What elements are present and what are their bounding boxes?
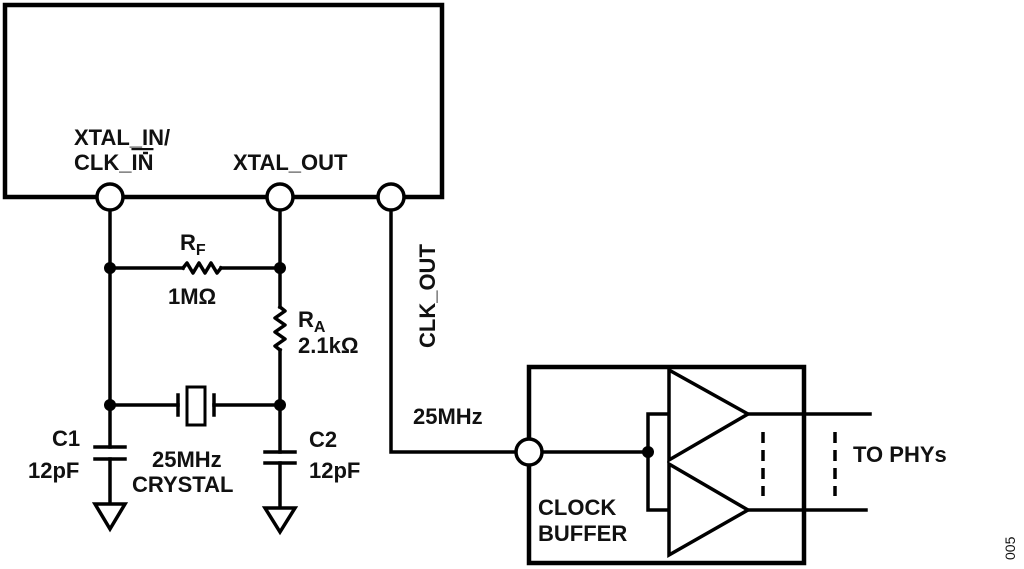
overbar-in: IN: [131, 150, 153, 175]
buffer-label-line2: BUFFER: [538, 521, 627, 546]
crystal-freq: 25MHz: [152, 447, 222, 472]
pin-xtal-in: [95, 182, 125, 212]
ra-value: 2.1kΩ: [298, 333, 358, 358]
pin-buffer-in: [514, 437, 544, 467]
c2-value: 12pF: [309, 458, 360, 483]
buffer-amp-icon: [667, 367, 752, 464]
junction-dot: [104, 262, 116, 274]
ground-icon: [261, 506, 299, 536]
junction-dot: [642, 446, 654, 458]
wire-buffer-rail: [646, 412, 671, 512]
crystal-body: [185, 385, 207, 427]
resistor-ra: [273, 304, 287, 353]
crystal-name: CRYSTAL: [132, 472, 233, 497]
c2-label: C2: [309, 427, 337, 452]
ic-block: [2, 2, 445, 200]
rf-value: 1MΩ: [168, 284, 216, 309]
resistor-rf: [180, 261, 224, 275]
to-phys-label: TO PHYs: [853, 442, 947, 467]
clock-freq-label: 25MHz: [413, 404, 483, 429]
figure-id: 005: [1002, 536, 1018, 560]
junction-dot: [104, 399, 116, 411]
pin-label-xtal-in: XTAL_IN/: [74, 125, 170, 150]
pin-label-xtal-out: XTAL_OUT: [233, 150, 348, 175]
junction-dot: [274, 262, 286, 274]
ground-icon: [91, 502, 129, 533]
rf-label: RF: [180, 230, 206, 259]
pin-clk-out: [376, 182, 406, 212]
wire-clk-out: [389, 208, 515, 454]
buffer-amp-icon: [667, 460, 752, 559]
ra-label: RA: [298, 307, 326, 336]
c1-value: 12pF: [28, 458, 79, 483]
pin-xtal-out: [265, 182, 295, 212]
clk-out-label: CLK_OUT: [415, 244, 440, 348]
junction-dot: [274, 399, 286, 411]
c1-label: C1: [52, 426, 80, 451]
buffer-label-line1: CLOCK: [538, 495, 616, 520]
pin-label-clk-in: CLK_IN: [74, 150, 153, 175]
